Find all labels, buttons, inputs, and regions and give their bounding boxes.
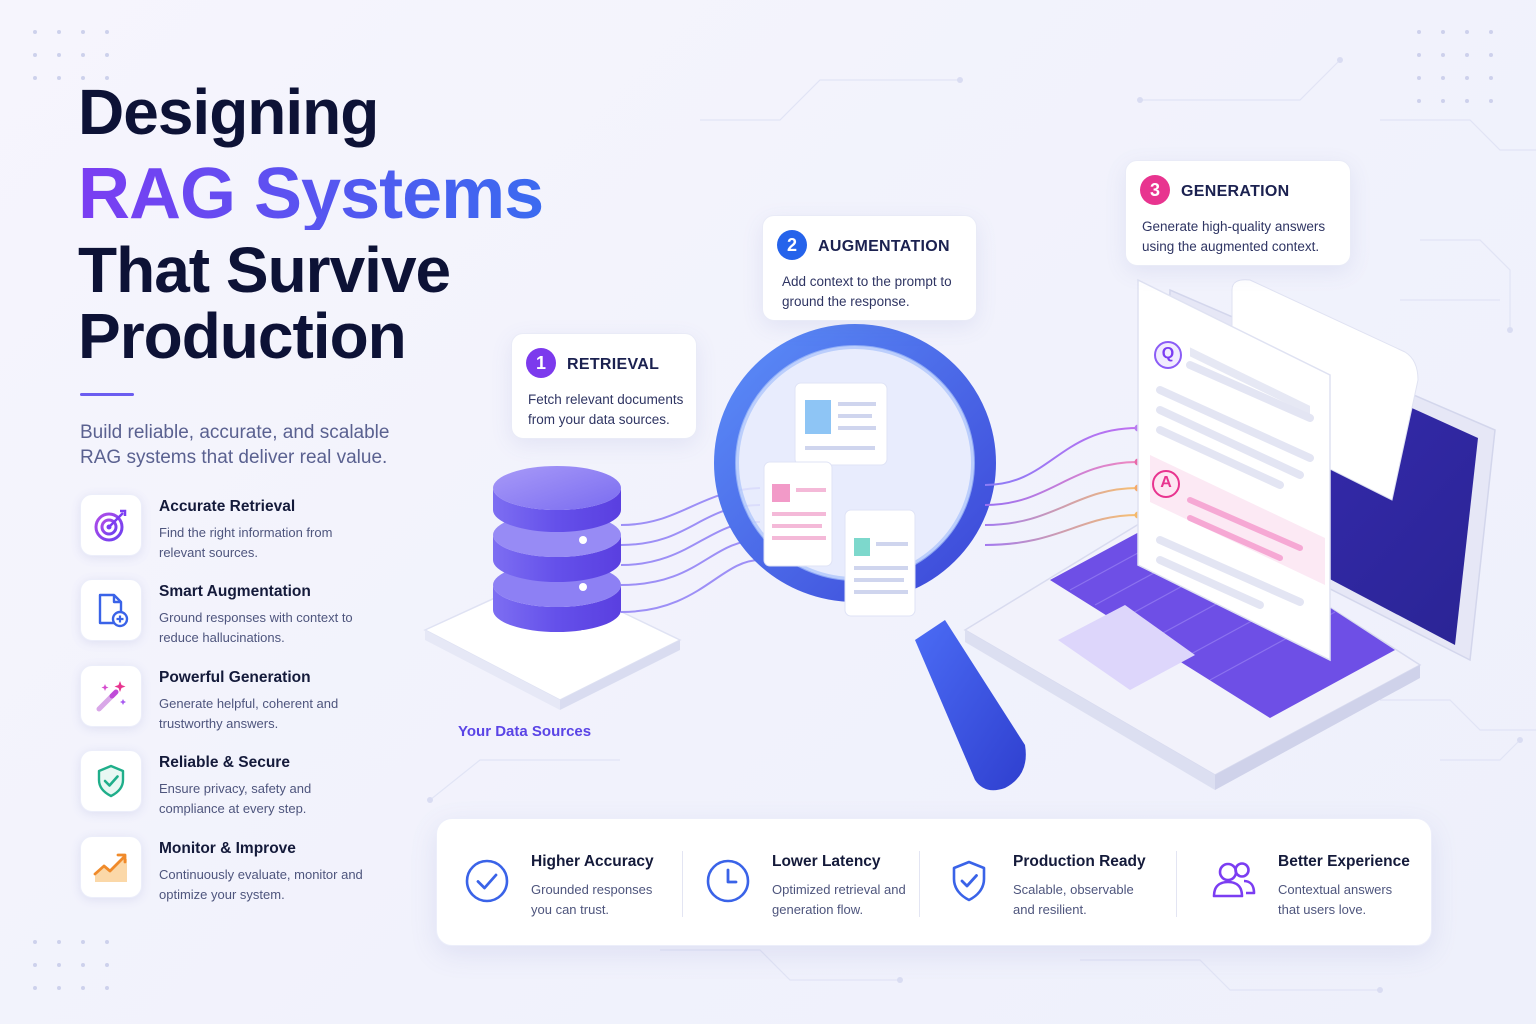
benefit-title: Lower Latency: [772, 853, 881, 870]
benefit-lower-latency: Lower Latency Optimized retrieval and ge…: [678, 819, 918, 947]
feature-desc: Continuously evaluate, monitor and optim…: [159, 867, 363, 902]
rag-pipeline-illustration: [423, 278, 1496, 791]
answer-document: [1137, 278, 1419, 662]
benefit-higher-accuracy: Higher Accuracy Grounded responses you c…: [437, 819, 682, 947]
target-icon: [80, 494, 142, 556]
question-badge: Q: [1161, 345, 1175, 362]
feature-title: Smart Augmentation: [159, 583, 311, 600]
benefit-desc: Contextual answers that users love.: [1278, 882, 1393, 917]
subtitle: Build reliable, accurate, and scalable R…: [80, 422, 390, 468]
data-sources-label: Your Data Sources: [458, 723, 592, 740]
feature-item-powerful-generation: Powerful Generation Generate helpful, co…: [80, 665, 400, 731]
feature-title: Powerful Generation: [159, 669, 311, 686]
magic-wand-icon: [80, 665, 142, 727]
dot-grid-top-left: [33, 30, 109, 80]
feature-item-accurate-retrieval: Accurate Retrieval Find the right inform…: [80, 494, 400, 560]
benefit-desc: Grounded responses you can trust.: [531, 882, 653, 917]
step-title: GENERATION: [1181, 183, 1290, 200]
step-number-badge: 3: [1140, 175, 1170, 205]
title-divider: [80, 393, 134, 396]
feature-item-reliable-secure: Reliable & Secure Ensure privacy, safety…: [80, 750, 400, 816]
step-title: RETRIEVAL: [567, 356, 660, 373]
title-line-1: Designing: [78, 76, 379, 148]
step-desc: Add context to the prompt to ground the …: [782, 274, 952, 309]
page-title: Designing RAG Systems That Survive Produ…: [78, 80, 548, 370]
title-line-3: That Survive Production: [78, 234, 451, 372]
shield-check-icon: [945, 857, 993, 905]
step-title: AUGMENTATION: [818, 238, 950, 255]
divider: [682, 851, 683, 917]
document-plus-icon: [80, 579, 142, 641]
benefit-desc: Scalable, observable and resilient.: [1013, 882, 1134, 917]
step-number-badge: 2: [777, 230, 807, 260]
step-card-generation: 3 GENERATION Generate high-quality answe…: [1125, 160, 1351, 266]
clock-icon: [704, 857, 752, 905]
shield-check-icon: [80, 750, 142, 812]
benefit-desc: Optimized retrieval and generation flow.: [772, 882, 906, 917]
feature-desc: Generate helpful, coherent and trustwort…: [159, 696, 339, 731]
benefit-production-ready: Production Ready Scalable, observable an…: [919, 819, 1174, 947]
feature-item-monitor-improve: Monitor & Improve Continuously evaluate,…: [80, 836, 400, 902]
step-card-retrieval: 1 RETRIEVAL Fetch relevant documents fro…: [511, 333, 697, 439]
trend-chart-icon: [80, 836, 142, 898]
step-card-augmentation: 2 AUGMENTATION Add context to the prompt…: [762, 215, 977, 321]
step-number-badge: 1: [526, 348, 556, 378]
feature-title: Reliable & Secure: [159, 754, 290, 771]
benefit-title: Production Ready: [1013, 853, 1146, 870]
dot-grid-top-right: [1417, 30, 1493, 103]
benefit-better-experience: Better Experience Contextual answers tha…: [1184, 819, 1433, 947]
step-desc: Fetch relevant documents from your data …: [528, 392, 684, 427]
magnifying-glass-icon: [714, 324, 1026, 791]
feature-title: Accurate Retrieval: [159, 498, 296, 515]
feature-title: Monitor & Improve: [159, 840, 296, 857]
users-icon: [1210, 857, 1258, 905]
check-circle-icon: [463, 857, 511, 905]
database-icon: [493, 466, 621, 638]
feature-desc: Ensure privacy, safety and compliance at…: [159, 781, 312, 816]
feature-desc: Find the right information from relevant…: [159, 525, 333, 560]
feature-item-smart-augmentation: Smart Augmentation Ground responses with…: [80, 579, 400, 645]
step-desc: Generate high-quality answers using the …: [1142, 219, 1326, 254]
divider: [919, 851, 920, 917]
divider: [1176, 851, 1177, 917]
dot-grid-bottom-left: [33, 940, 109, 990]
benefit-title: Better Experience: [1278, 853, 1410, 870]
benefits-bar: Higher Accuracy Grounded responses you c…: [436, 818, 1432, 946]
benefit-title: Higher Accuracy: [531, 853, 654, 870]
feature-desc: Ground responses with context to reduce …: [159, 610, 353, 645]
answer-badge: A: [1160, 474, 1172, 491]
title-line-2: RAG Systems: [78, 158, 548, 230]
